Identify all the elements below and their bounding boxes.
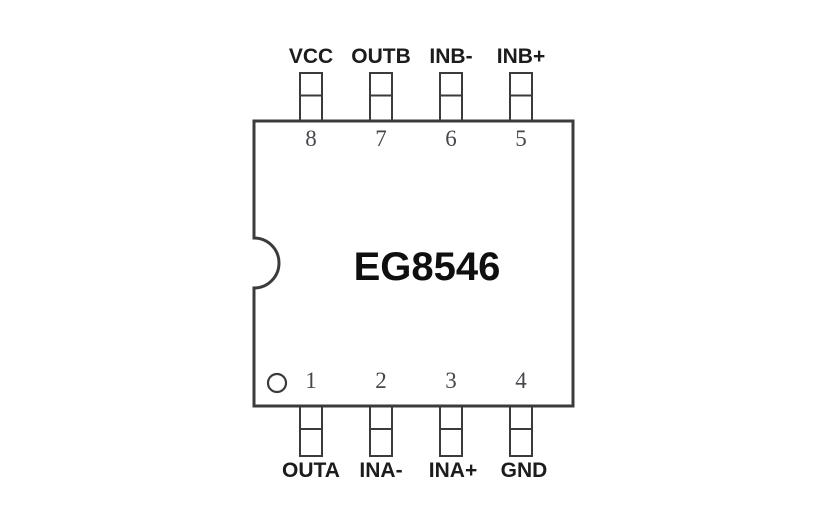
pin-1-indicator-dot bbox=[266, 372, 288, 394]
pin-7-lead bbox=[369, 72, 393, 122]
pin-3-lead bbox=[439, 405, 463, 457]
pin-5-number: 5 bbox=[515, 126, 527, 151]
pin-2-number: 2 bbox=[375, 368, 387, 393]
pin-8-lead bbox=[299, 72, 323, 122]
pin-8-number: 8 bbox=[305, 126, 317, 151]
pin-4-lead bbox=[509, 405, 533, 457]
pin-8-label: VCC bbox=[288, 45, 334, 68]
pin-1-label: OUTA bbox=[282, 459, 340, 482]
pin-7-number: 7 bbox=[375, 126, 387, 151]
pin-4-label: GND bbox=[500, 459, 548, 482]
pin-6-label: INB- bbox=[429, 45, 473, 68]
pin-1-lead bbox=[299, 405, 323, 457]
pin-7-label: OUTB bbox=[351, 45, 411, 68]
chip-name: EG8546 bbox=[353, 245, 501, 289]
pin-1-number: 1 bbox=[305, 368, 317, 393]
pin-3-number: 3 bbox=[445, 368, 457, 393]
pin-5-lead bbox=[509, 72, 533, 122]
pin-5-label: INB+ bbox=[496, 45, 546, 68]
pin-2-lead bbox=[369, 405, 393, 457]
pin-6-number: 6 bbox=[445, 126, 457, 151]
pin-3-label: INA+ bbox=[428, 459, 478, 482]
pin-2-label: INA- bbox=[359, 459, 403, 482]
pin-6-lead bbox=[439, 72, 463, 122]
pin-4-number: 4 bbox=[515, 368, 527, 393]
chip-body bbox=[252, 119, 575, 408]
